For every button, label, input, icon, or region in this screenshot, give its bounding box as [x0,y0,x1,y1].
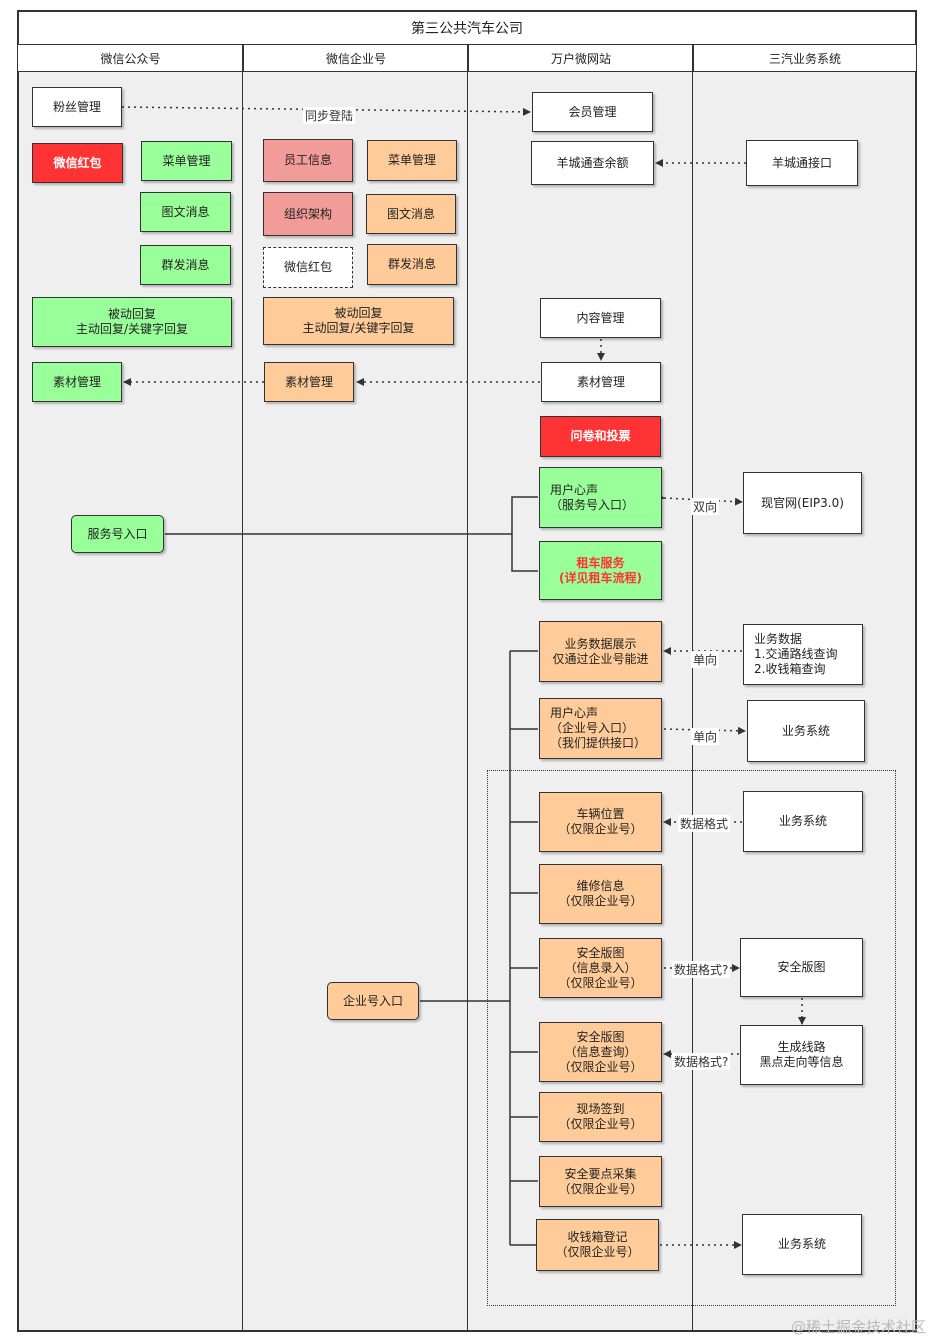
node-content-management[interactable]: 内容管理 [540,298,661,338]
lane-divider [692,44,693,1332]
node-org-structure[interactable]: 组织架构 [263,192,353,236]
lane-divider [242,44,243,1332]
node-business-system[interactable]: 业务系统 [742,1214,862,1275]
edge-voice-eip [656,493,743,506]
node-member-management[interactable]: 会员管理 [532,92,653,132]
node-vehicle-location[interactable]: 车辆位置 （仅限企业号） [539,792,662,852]
edge-label-sync-login: 同步登陆 [303,107,356,124]
node-enterprise-material-management[interactable]: 素材管理 [264,362,354,402]
node-employee-info[interactable]: 员工信息 [263,139,353,182]
node-route-generation[interactable]: 生成线路 黑点走向等信息 [740,1025,863,1085]
enterprise-only-group [487,770,896,1306]
lane-header-wechat-public: 微信公众号 [17,44,244,72]
node-safety-map-input[interactable]: 安全版图 （信息录入） （仅限企业号） [539,938,662,998]
node-business-system[interactable]: 业务系统 [743,791,863,852]
node-user-voice-service[interactable]: 用户心声 （服务号入口） [539,467,662,528]
node-car-rental-service[interactable]: 租车服务 (详见租车流程) [539,541,662,600]
node-fans-management[interactable]: 粉丝管理 [32,87,122,127]
node-web-material-management[interactable]: 素材管理 [541,362,661,402]
node-enterprise-auto-reply[interactable]: 被动回复 主动回复/关键字回复 [263,297,454,345]
node-enterprise-article-message[interactable]: 图文消息 [366,194,456,234]
edge-label-one-way: 单向 [691,651,720,668]
node-enterprise-red-packet[interactable]: 微信红包 [263,247,353,288]
node-official-website-eip[interactable]: 现官网(EIP3.0) [743,472,862,534]
node-public-article-message[interactable]: 图文消息 [140,192,231,232]
node-safety-map-query[interactable]: 安全版图 （信息查询） （仅限企业号） [539,1022,662,1082]
node-repair-info[interactable]: 维修信息 （仅限企业号） [539,864,662,924]
lane-header-business-system: 三汽业务系统 [693,44,917,72]
node-business-data[interactable]: 业务数据 1.交通路线查询 2.收钱箱查询 [743,624,863,685]
node-business-system[interactable]: 业务系统 [747,700,865,762]
node-enterprise-account-entry[interactable]: 企业号入口 [327,982,419,1020]
node-public-auto-reply[interactable]: 被动回复 主动回复/关键字回复 [32,297,232,347]
node-enterprise-mass-message[interactable]: 群发消息 [367,244,457,285]
node-service-account-entry[interactable]: 服务号入口 [71,515,164,553]
lane-header-microsite: 万户微网站 [468,44,694,72]
node-user-voice-enterprise[interactable]: 用户心声 （企业号入口） （我们提供接口） [539,698,662,759]
node-safety-map[interactable]: 安全版图 [740,938,863,997]
node-site-check-in[interactable]: 现场签到 （仅限企业号） [539,1092,662,1142]
node-public-mass-message[interactable]: 群发消息 [140,245,231,285]
node-safety-keypoint-collection[interactable]: 安全要点采集 （仅限企业号） [539,1156,662,1207]
node-ycht-interface[interactable]: 羊城通接口 [746,140,858,186]
node-survey-and-vote[interactable]: 问卷和投票 [540,416,661,457]
edge-service-bracket [511,496,538,572]
lane-divider [467,44,468,1332]
node-business-data-display[interactable]: 业务数据展示 仅通过企业号能进 [539,621,662,682]
node-wechat-red-packet[interactable]: 微信红包 [32,143,123,183]
edge-label-data-format-question: 数据格式? [672,961,731,978]
edge-label-data-format: 数据格式 [678,815,731,832]
node-cashbox-registration[interactable]: 收钱箱登记 （仅限企业号） [536,1219,659,1271]
node-ycht-balance-query[interactable]: 羊城通查余额 [531,141,654,185]
edge-label-two-way: 双向 [691,498,720,515]
watermark: @稀土掘金技术社区 [790,1318,926,1336]
edge-voice-bizsys [663,726,746,735]
edge-label-data-format-question: 数据格式? [672,1053,731,1070]
edge-label-one-way: 单向 [691,728,720,745]
node-public-menu-management[interactable]: 菜单管理 [141,141,232,181]
node-public-material-management[interactable]: 素材管理 [32,362,122,402]
node-enterprise-menu-management[interactable]: 菜单管理 [367,140,457,181]
